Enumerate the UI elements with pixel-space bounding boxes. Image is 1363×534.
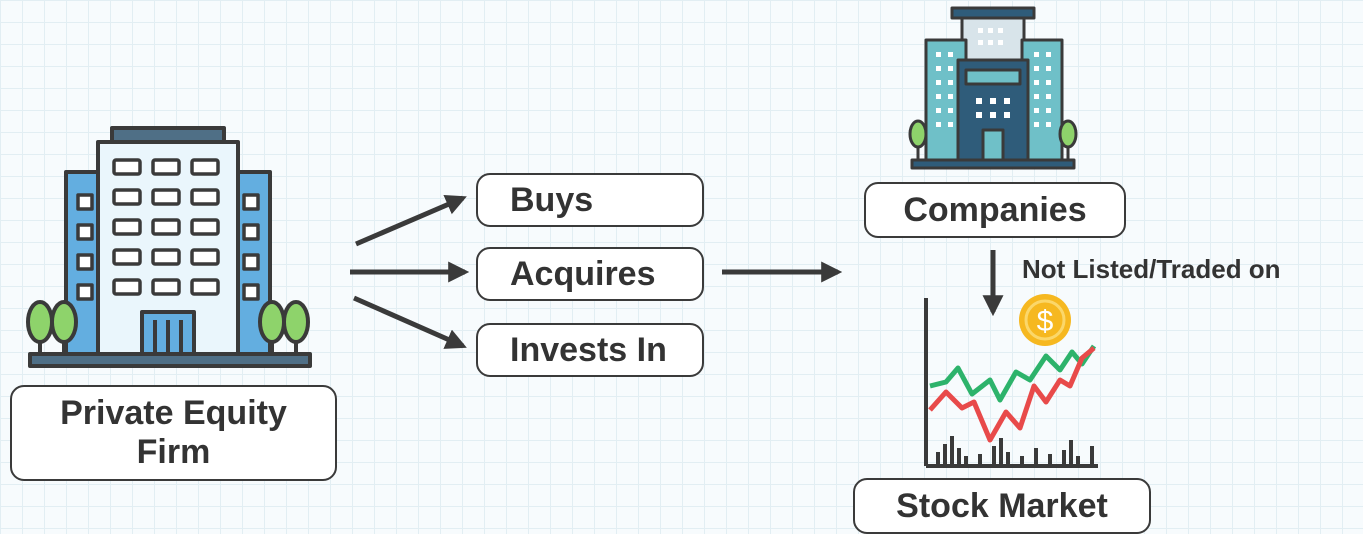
arrow-to-buys — [355, 194, 467, 247]
acquires-box: Acquires — [476, 247, 704, 301]
stock-market-box: Stock Market — [853, 478, 1151, 534]
companies-box: Companies — [864, 182, 1126, 238]
not-listed-label: Not Listed/Traded on — [1022, 254, 1281, 284]
arrow-to-invests — [352, 295, 467, 349]
stock-chart-icon — [924, 298, 1098, 468]
private-equity-firm-label-line2: Firm — [136, 433, 211, 471]
stock-market-label: Stock Market — [896, 486, 1108, 525]
private-equity-firm-box: Private Equity Firm — [10, 385, 337, 481]
companies-label: Companies — [903, 190, 1087, 229]
acquires-label: Acquires — [510, 254, 656, 293]
dollar-coin-icon: $ — [1019, 294, 1071, 346]
private-equity-firm-label-line1: Private Equity — [60, 394, 287, 432]
company-building-icon — [908, 6, 1078, 170]
buys-label: Buys — [510, 180, 594, 219]
invests-in-label: Invests In — [510, 330, 667, 369]
svg-text:$: $ — [1037, 305, 1054, 338]
invests-in-box: Invests In — [476, 323, 704, 377]
office-building-icon — [26, 126, 312, 368]
buys-box: Buys — [476, 173, 704, 227]
